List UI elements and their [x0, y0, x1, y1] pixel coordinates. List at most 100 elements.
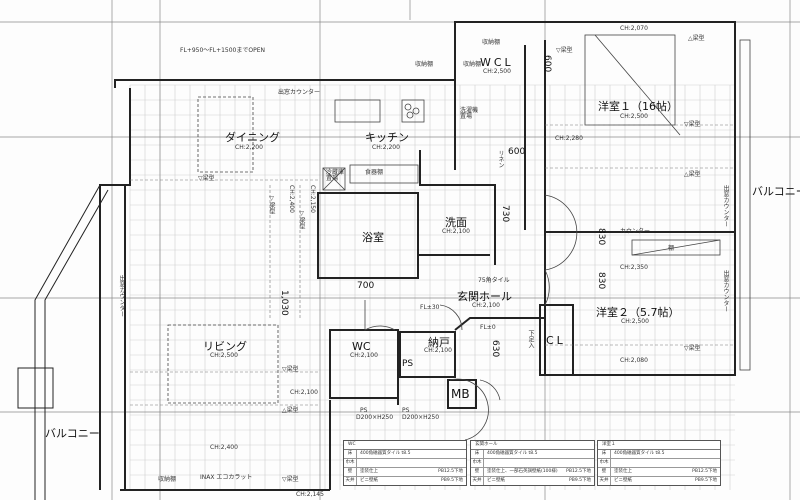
room-bedroom2-ch: CH:2,080 — [620, 357, 648, 364]
ps-label: PS — [402, 359, 414, 369]
beam-label: ▽梁型 — [556, 47, 573, 54]
table-cell — [717, 459, 720, 467]
storage-shelf-label: 収納棚 — [463, 61, 482, 68]
room-bedroom2-ch: CH:2,500 — [621, 318, 649, 325]
room-bedroom1-ch: CH:2,070 — [620, 25, 648, 32]
room-cl-name: CL — [546, 334, 566, 347]
table-cell — [591, 450, 594, 458]
inax-label: INAX エコカラット — [200, 474, 253, 481]
grid-lines — [129, 84, 735, 490]
room-wc-ch: CH:2,100 — [350, 352, 378, 359]
table-cell: 天井 — [344, 477, 357, 485]
room-living-ch: CH:2,400 — [210, 444, 238, 451]
table-cell: 天井 — [471, 477, 484, 485]
table-cell: PB12.5下地 — [566, 469, 591, 474]
table-title: 玄関ホール — [471, 441, 594, 450]
room-wash-ch: CH:2,100 — [442, 228, 470, 235]
table-cell: 壁 — [471, 468, 484, 476]
room-wcl-ch: CH:2,500 — [483, 68, 511, 75]
table-cell: 塗装仕上、一部石英調壁紙(100様) — [487, 469, 558, 474]
table-row: 壁塗装仕上 PB12.5下地 — [598, 468, 720, 477]
table-cell: PB12.5下地 — [438, 469, 463, 474]
room-storage-name: 納戸 — [428, 336, 450, 349]
floor-level-label: FL±0 — [480, 324, 496, 331]
dimension-label: 830 — [596, 228, 606, 246]
linen-label: リネン — [497, 150, 504, 168]
beam-label: ▽梁型 — [684, 345, 701, 352]
shoe-cabinet-label: 下足入 — [527, 330, 534, 348]
table-cell: PB9.5下地 — [569, 478, 591, 483]
room-kitchen-ch: CH:2,200 — [372, 144, 400, 151]
table-cell: PB12.5下地 — [692, 469, 717, 474]
ps-label: PS — [360, 407, 368, 414]
table-cell: 巾木 — [471, 459, 484, 467]
table-cell: ビニ壁紙 — [614, 478, 632, 483]
table-cell — [463, 450, 466, 458]
beam-label: ▽梁型 — [282, 476, 299, 483]
table-cell: 400角磁器質タイル t8.5 — [487, 451, 538, 456]
table-cell: 塗装仕上 — [614, 469, 632, 474]
floor-level-label: FL±30 — [420, 304, 440, 311]
beam-label: △梁型 — [282, 407, 299, 414]
beam-label: △梁型 — [684, 171, 701, 178]
table-cell: PB9.5下地 — [441, 478, 463, 483]
beam-lines — [130, 124, 735, 406]
table-cell — [717, 450, 720, 458]
balcony-left-name: バルコニー — [45, 427, 100, 440]
table-cell: 400角磁器質タイル t8.5 — [360, 451, 411, 456]
ps-size-label: D200×H250 — [402, 414, 440, 421]
table-title: 洋室１ — [598, 441, 720, 450]
dimension-label: 630 — [490, 340, 500, 358]
table-cell: 床 — [471, 450, 484, 458]
table-cell: 床 — [598, 450, 611, 458]
ps-label: PS — [402, 407, 410, 414]
beam-label: ▽梁型 — [684, 121, 701, 128]
dimension-label: 730 — [500, 205, 510, 223]
beam-label: ▽梁型 — [282, 366, 299, 373]
counter-label: カウンター — [620, 228, 651, 235]
room-storage-ch: CH:2,100 — [424, 347, 452, 354]
table-cell: ビニ壁紙 — [360, 478, 378, 483]
table-cell: 巾木 — [344, 459, 357, 467]
table-row: 天井ビニ壁紙 PB9.5下地 — [344, 477, 466, 485]
room-living-ch: CH:2,500 — [210, 352, 238, 359]
bay-counter-label: 出窓カウンター — [278, 89, 321, 96]
room-mb-name: MB — [451, 387, 470, 401]
bay-counter-label: 出窓カウンター — [118, 275, 125, 317]
table-cell: 塗装仕上 — [360, 469, 378, 474]
bay-counter-label: 出窓カウンター — [722, 185, 729, 227]
beam-label: △梁型 — [688, 35, 705, 42]
table-cell: 壁 — [598, 468, 611, 476]
bay-counter-label: 出窓カウンター — [722, 270, 729, 312]
room-dining-name: ダイニング — [225, 131, 280, 144]
room-bedroom2-ch: CH:2,350 — [620, 264, 648, 271]
room-bath-name: 浴室 — [362, 231, 384, 244]
table-cell — [484, 459, 591, 467]
dimension-label: 830 — [596, 272, 606, 290]
storage-shelf-label: 収納棚 — [158, 476, 177, 483]
table-cell: 巾木 — [598, 459, 611, 467]
beam-label: ▽梁型 — [268, 195, 275, 214]
table-cell — [611, 459, 717, 467]
beam-label: ▽梁型 — [198, 175, 215, 182]
table-row: 巾木 — [471, 459, 594, 468]
room-bedroom2-name: 洋室２（5.7帖） — [596, 306, 680, 319]
room-living-ch: CH:2,100 — [290, 389, 318, 396]
table-cell: 400角磁器質タイル t8.5 — [614, 451, 665, 456]
table-cell — [357, 459, 463, 467]
table-row: 巾木 — [344, 459, 466, 468]
room-entrance-ch: CH:2,100 — [472, 302, 500, 309]
table-cell: 天井 — [598, 477, 611, 485]
room-living-name: リビング — [203, 340, 247, 353]
open-note: FL+950～FL+1500までOPEN — [180, 47, 265, 54]
balcony-right-name: バルコニー — [752, 185, 800, 198]
dimension-label: 700 — [357, 281, 375, 291]
washer-space-label: 洗濯機置場 — [460, 107, 479, 120]
